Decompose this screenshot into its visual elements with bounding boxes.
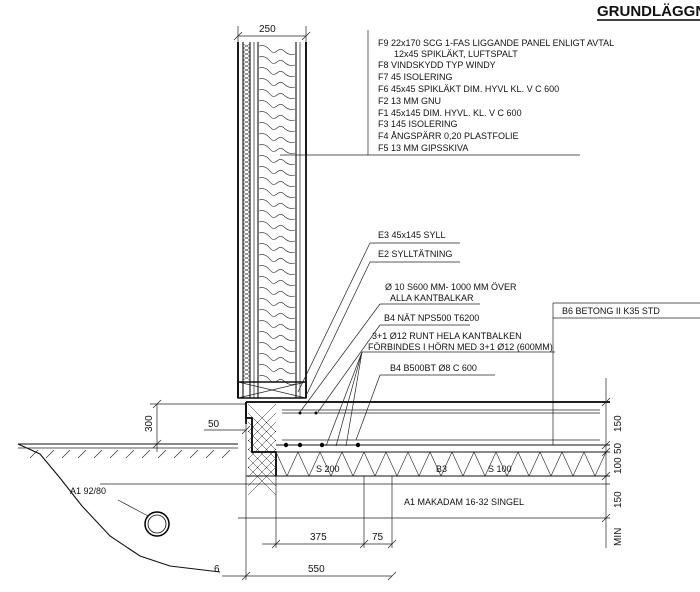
dimension-wall-width: 250 bbox=[233, 24, 311, 42]
dimension-bottom: 375 75 6 550 bbox=[214, 402, 397, 581]
dim-50-label: 50 bbox=[208, 419, 220, 430]
layer-f1: F1 45x145 DIM. HYVL. KL. V C 600 bbox=[378, 108, 522, 118]
layer-f7: F7 45 ISOLERING bbox=[378, 72, 453, 82]
callout-b4-mesh: B4 NÄT NPS500 T6200 bbox=[384, 313, 479, 323]
dim-right-150-top: 150 bbox=[613, 415, 624, 432]
dim-6-label: 6 bbox=[214, 564, 220, 575]
layer-legend: F9 22x170 SCG 1-FAS LIGGANDE PANEL ENLIG… bbox=[280, 30, 614, 156]
layer-f9-lath: 12x45 SPIKLÄKT, LUFTSPALT bbox=[394, 49, 518, 59]
foundation-slab bbox=[245, 401, 610, 496]
label-b3: B3 bbox=[436, 464, 447, 474]
callout-leaders bbox=[297, 155, 700, 447]
dim-250-label: 250 bbox=[259, 24, 276, 35]
layer-f4: F4 ÅNGSPÄRR 0,20 PLASTFOLIE bbox=[378, 131, 519, 141]
wall-assembly bbox=[237, 42, 307, 399]
callout-e2: E2 SYLLTÄTNING bbox=[378, 249, 452, 259]
edge-insulation-hatch bbox=[247, 403, 277, 496]
callout-rebar-2: ALLA KANTBALKAR bbox=[390, 293, 474, 303]
dim-550-label: 550 bbox=[308, 564, 325, 575]
layer-f8: F8 VINDSKYDD TYP WINDY bbox=[378, 60, 496, 70]
outer-insulation-hatch bbox=[242, 43, 251, 381]
layer-f5: F5 13 MM GIPSSKIVA bbox=[378, 143, 468, 153]
layer-f6: F6 45x45 SPIKLÄKT DIM. HYVL KL. V C 600 bbox=[378, 84, 559, 94]
layer-f2: F2 13 MM GNU bbox=[378, 96, 441, 106]
dim-right-100: 100 bbox=[613, 457, 624, 474]
dim-right-150-bottom: 150 bbox=[613, 491, 624, 508]
callout-corner-1: 3+1 Ø12 RUNT HELA KANTBALKEN bbox=[372, 331, 522, 341]
callout-b4-bars: B4 B500BT Ø8 C 600 bbox=[390, 363, 477, 373]
dim-300-label: 300 bbox=[144, 415, 155, 432]
ground-profile bbox=[17, 443, 610, 573]
callout-e3: E3 45x145 SYLL bbox=[378, 230, 446, 240]
layer-f9: F9 22x170 SCG 1-FAS LIGGANDE PANEL ENLIG… bbox=[378, 38, 614, 48]
callout-rebar-1: Ø 10 S600 MM- 1000 MM ÖVER bbox=[385, 282, 517, 292]
dim-right-50: 50 bbox=[613, 442, 624, 454]
drain-pipe bbox=[144, 511, 170, 537]
dim-right-min: MIN bbox=[613, 528, 624, 546]
callout-corner-2: FÖRBINDES I HÖRN MED 3+1 Ø12 (600MM) bbox=[368, 342, 553, 352]
inner-insulation-loops bbox=[258, 45, 296, 385]
callout-b6: B6 BETONG II K35 STD bbox=[562, 306, 660, 316]
dimension-right: 150 50 100 150 MIN bbox=[601, 378, 624, 548]
dim-375-label: 375 bbox=[310, 532, 327, 543]
drawing-title: GRUNDLÄGGN bbox=[597, 3, 700, 20]
label-gravel: A1 MAKADAM 16-32 SINGEL bbox=[404, 497, 524, 507]
dimension-left: 300 50 bbox=[144, 399, 251, 452]
under-slab-insulation bbox=[275, 451, 607, 477]
dim-75-label: 75 bbox=[372, 532, 384, 543]
label-s200: S 200 bbox=[316, 464, 340, 474]
layer-f3: F3 145 ISOLERING bbox=[378, 119, 458, 129]
label-s100: S 100 bbox=[488, 464, 512, 474]
label-drain: A1 92/80 bbox=[70, 486, 106, 496]
